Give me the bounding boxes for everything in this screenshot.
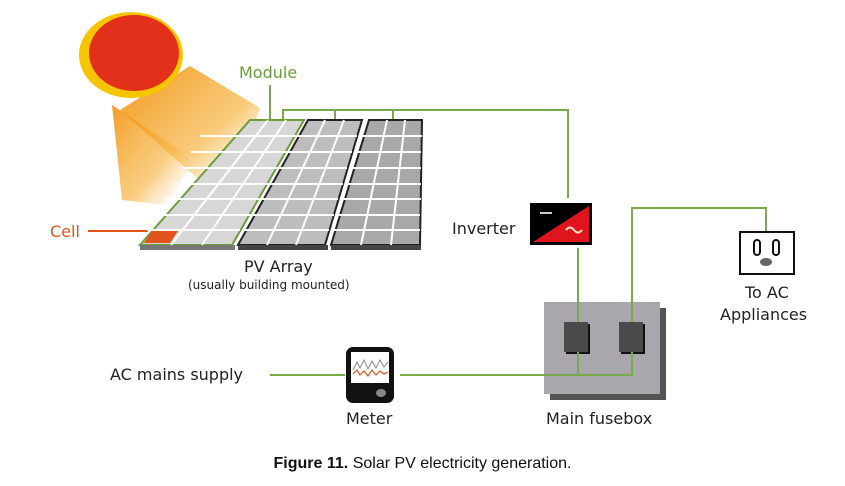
label-cell: Cell — [50, 222, 80, 241]
label-module: Module — [239, 63, 297, 82]
array-to-inverter-wire — [282, 109, 569, 198]
pv-module-3 — [329, 119, 424, 250]
inverter-icon — [530, 203, 592, 245]
pv-array — [137, 119, 424, 250]
label-meter: Meter — [346, 409, 393, 428]
fusebox-to-appliances-wire — [631, 207, 767, 325]
label-appliances: Appliances — [720, 305, 807, 324]
label-fusebox: Main fusebox — [546, 409, 652, 428]
sun-beam-lower — [112, 105, 195, 205]
label-pv-array: PV Array — [244, 257, 313, 276]
label-to-ac: To AC — [744, 283, 789, 302]
pv-module-2 — [236, 119, 364, 250]
fuse-1 — [564, 322, 588, 352]
solar-pv-diagram: Module Cell PV Array (usually building m… — [50, 12, 807, 428]
fuse-2 — [619, 322, 643, 352]
label-pv-array-note: (usually building mounted) — [188, 278, 350, 292]
ac-outlet-icon — [739, 231, 795, 275]
sun-disc — [89, 15, 179, 91]
meter-icon — [346, 347, 394, 403]
figure-caption: Figure 11. Solar PV electricity generati… — [0, 455, 845, 473]
fusebox-icon — [544, 300, 666, 400]
label-inverter: Inverter — [452, 219, 516, 238]
pv-module-1 — [137, 119, 306, 250]
figure-caption-text: Solar PV electricity generation. — [352, 455, 572, 472]
label-ac-mains: AC mains supply — [110, 365, 243, 384]
pv-cell-highlight — [144, 231, 178, 243]
figure-label: Figure 11. — [273, 455, 349, 472]
